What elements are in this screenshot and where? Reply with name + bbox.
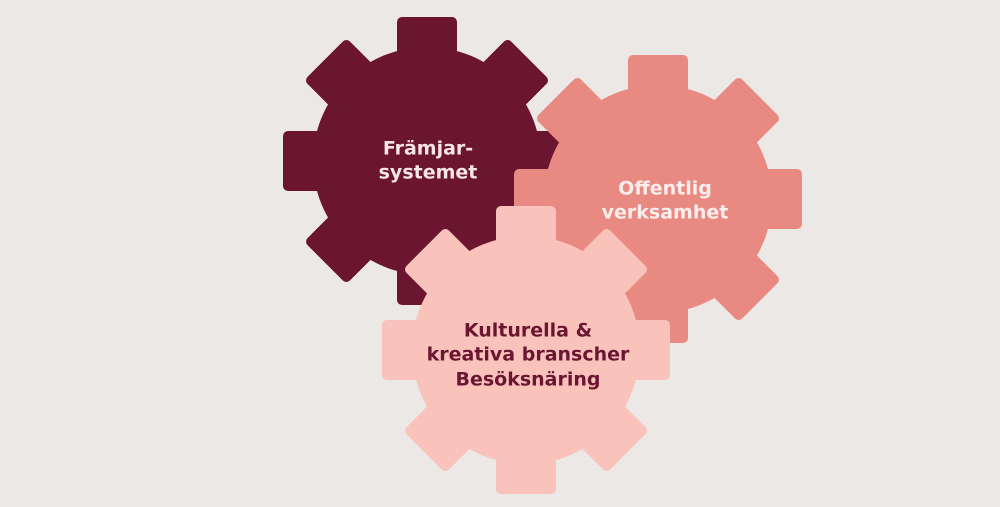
label-framjarsystemet: Främjar- systemet: [379, 137, 478, 186]
label-kulturella: Kulturella & kreativa branscher Besöksnä…: [427, 319, 630, 392]
label-line: verksamhet: [601, 202, 729, 224]
label-line: kreativa branscher: [426, 343, 630, 366]
label-line: Besöksnäring: [455, 368, 601, 391]
label-line: Offentlig: [618, 177, 712, 200]
label-offentlig-verksamhet: Offentlig verksamhet: [602, 177, 729, 226]
label-line: Främjar-: [382, 137, 474, 160]
label-line: systemet: [378, 162, 478, 184]
label-line: Kulturella &: [463, 319, 593, 342]
